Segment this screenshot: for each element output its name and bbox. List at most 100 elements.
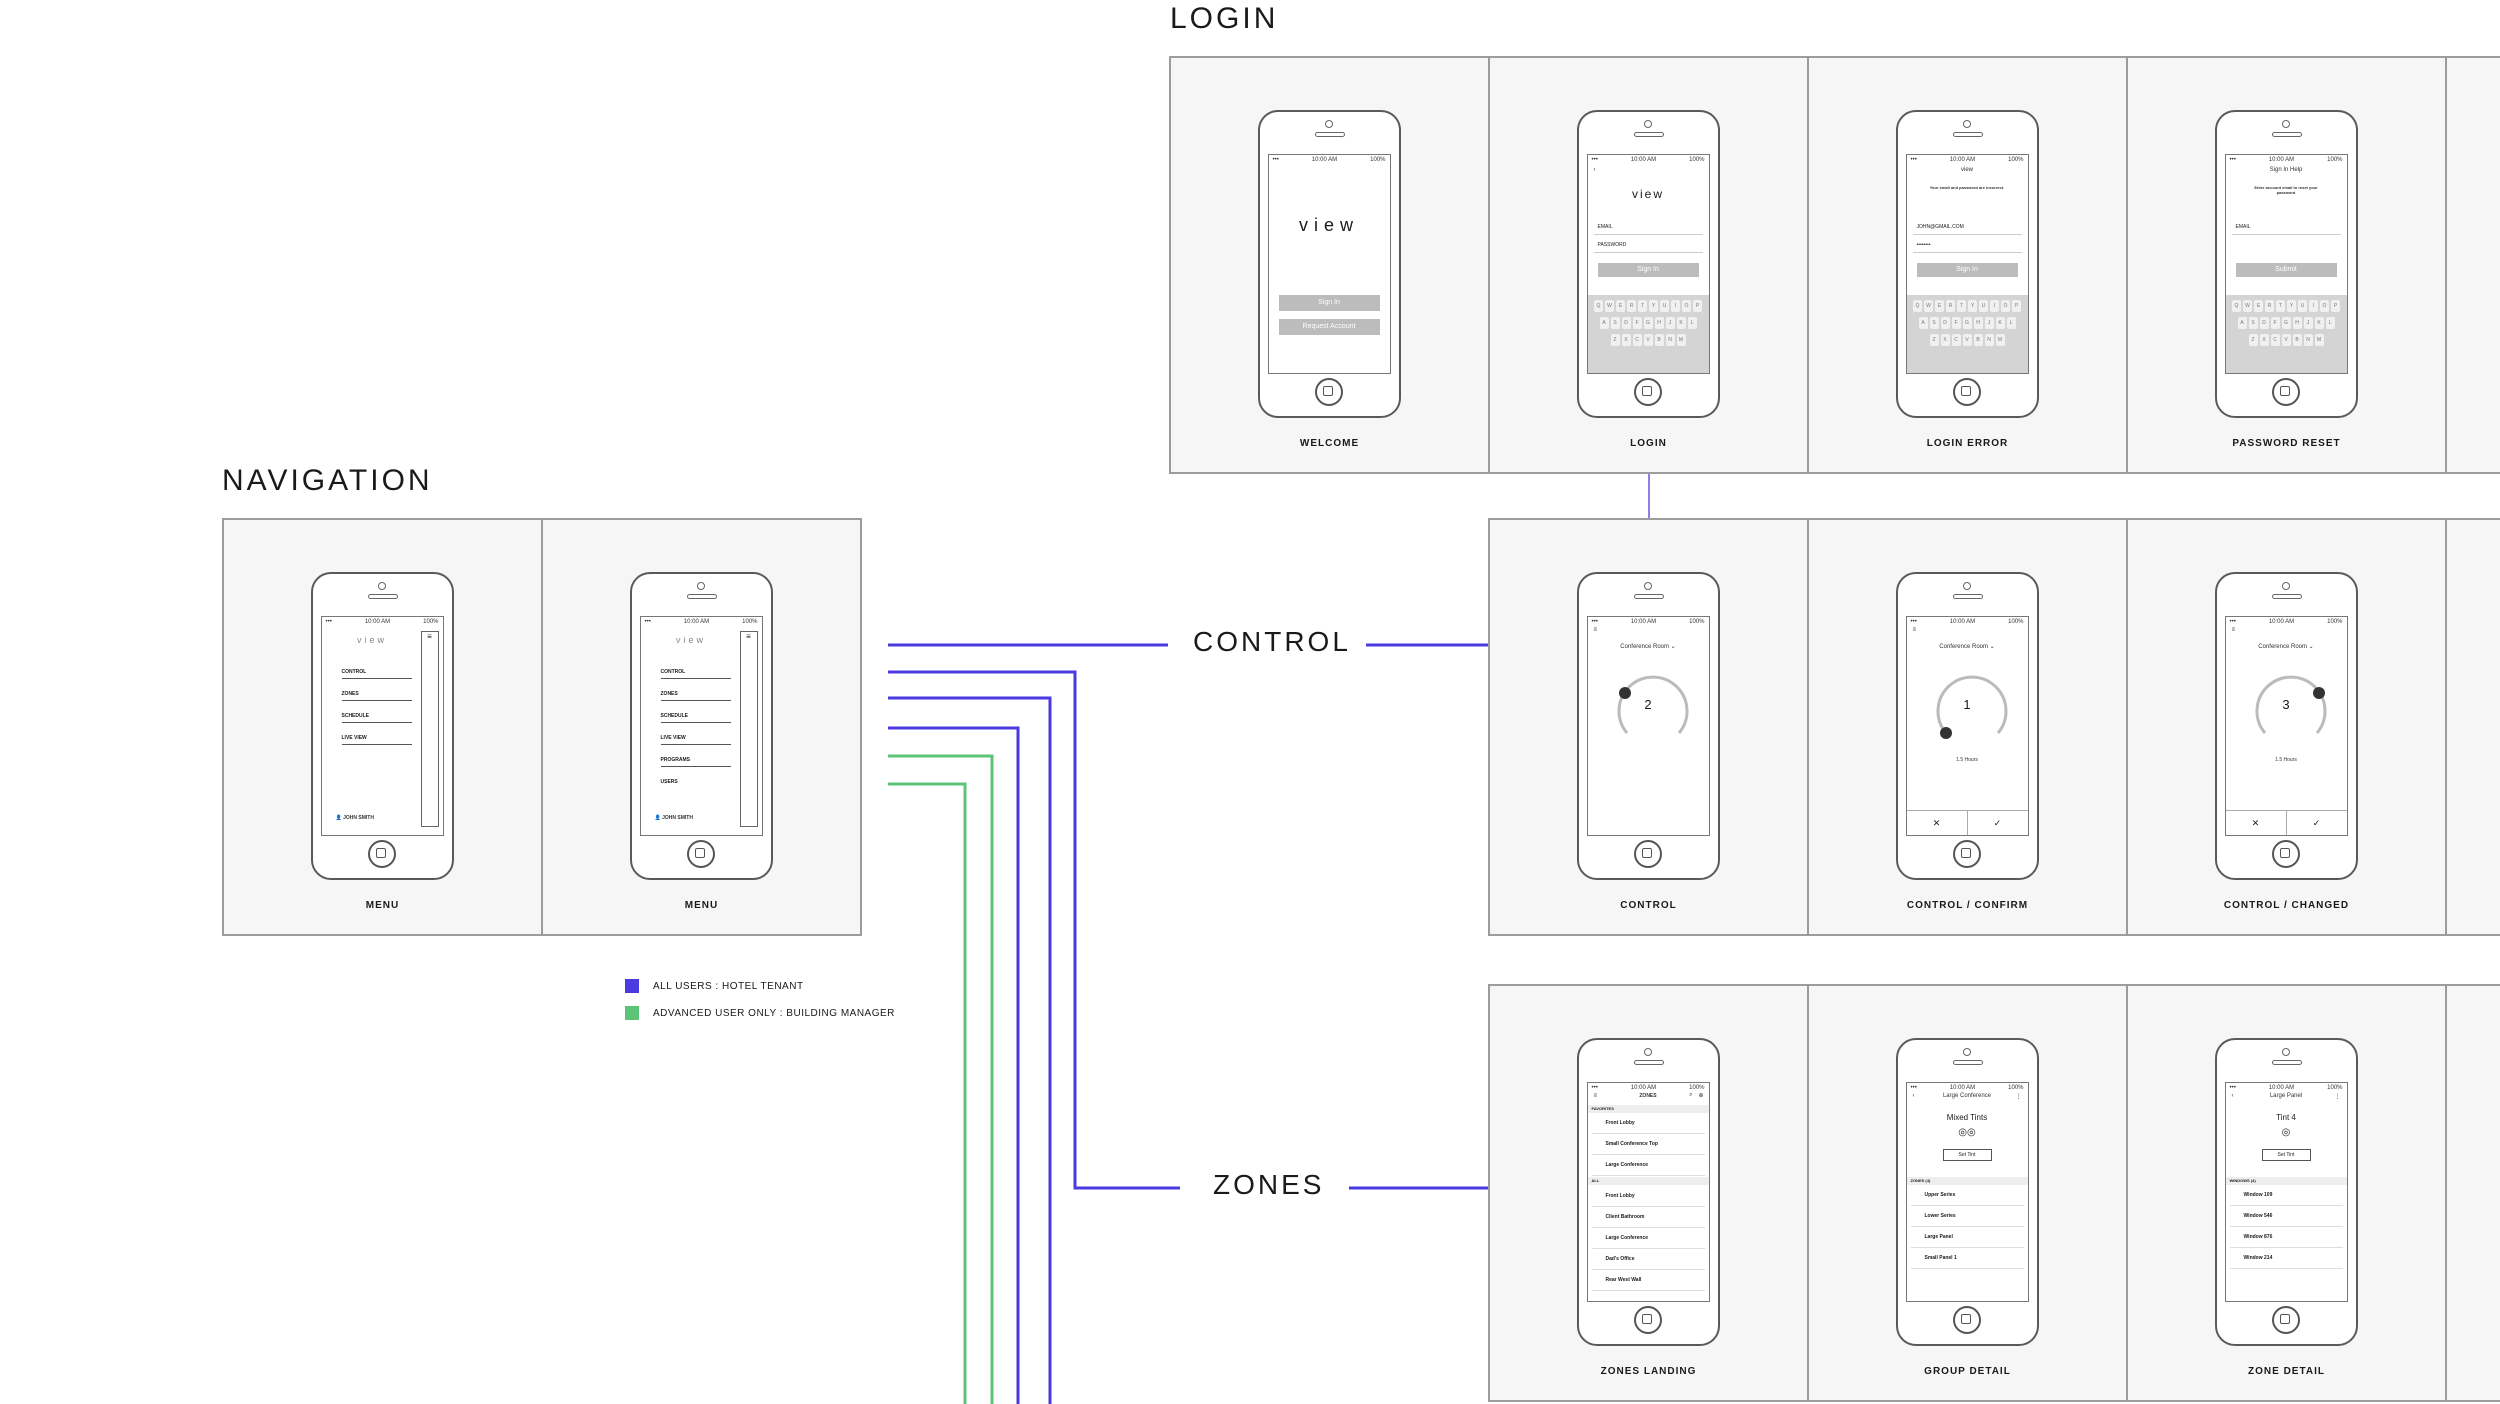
list-item[interactable]: Front Lobby [1591,1113,1705,1134]
sign-in-button[interactable]: Sign In [1278,295,1380,311]
legend-swatch-blue [625,979,639,993]
tint-dial[interactable] [1613,667,1693,747]
list-item[interactable]: Dad's Office [1591,1249,1705,1270]
menu-item-schedule[interactable]: SCHEDULE [660,713,731,723]
user-name[interactable]: 👤 JOHN SMITH [335,815,374,821]
home-button [368,840,396,868]
menu-item-users[interactable]: USERS [660,779,678,785]
menu-item-live-view[interactable]: LIVE VIEW [341,735,412,745]
tint-label: Mixed Tints [1946,1113,1988,1122]
hamburger-icon[interactable]: ≡ [1912,627,1917,633]
email-field[interactable]: EMAIL [1593,221,1703,235]
list-item[interactable]: Lower Series [1910,1206,2024,1227]
hamburger-icon[interactable]: ≡ [2231,627,2236,633]
sign-in-button[interactable]: Sign In [1597,263,1699,277]
list-item[interactable]: Upper Series [1910,1185,2024,1206]
tint-dial[interactable] [1932,667,2012,747]
menu-strip: ≡ [420,631,439,827]
menu-item-control[interactable]: CONTROL [341,669,412,679]
tint-dial[interactable] [2251,667,2331,747]
tint-value: 3 [2282,697,2290,712]
list-item[interactable]: Client Bathroom [1591,1207,1705,1228]
cancel-icon[interactable]: ✕ [2226,811,2287,835]
sign-in-button[interactable]: Sign In [1916,263,2018,277]
request-account-button[interactable]: Request Account [1278,319,1380,335]
menu-item-live-view[interactable]: LIVE VIEW [660,735,731,745]
list-item[interactable]: Small Conference Top [1591,1134,1705,1155]
home-button [1315,378,1343,406]
list-item[interactable]: Window 109 [2229,1185,2343,1206]
user-name[interactable]: 👤 JOHN SMITH [654,815,693,821]
hamburger-icon[interactable]: ≡ [427,632,432,641]
wire-zones [888,670,1180,1190]
chevron-down-icon: ⌄ [2308,644,2314,650]
menu-strip: ≡ [739,631,758,827]
list-item[interactable]: Window 214 [2229,1248,2343,1269]
back-icon[interactable]: ‹ [2231,1093,2234,1099]
password-field[interactable]: PASSWORD [1593,239,1703,253]
menu-item-zones[interactable]: ZONES [660,691,731,701]
error-message: Your email and password are incorrect. [1929,185,2005,190]
room-selector[interactable]: Conference Room ⌄ [1939,644,1995,650]
password-field[interactable]: •••••••• [1912,239,2022,253]
back-icon[interactable]: ‹ [1912,1093,1915,1099]
room-selector[interactable]: Conference Room ⌄ [2258,644,2314,650]
add-icon[interactable]: ⊕ [1698,1093,1704,1099]
email-field[interactable]: EMAIL [2231,221,2341,235]
list-item[interactable]: Large Conference [1591,1155,1705,1176]
list-item[interactable]: Front Lobby [1591,1186,1705,1207]
set-tint-button[interactable]: Set Tint [2261,1149,2311,1161]
menu-item-zones[interactable]: ZONES [341,691,412,701]
user-icon: 👤 [335,815,344,821]
search-icon[interactable]: ⌕ [1689,1092,1693,1098]
list-item[interactable]: Rear West Wall [1591,1270,1705,1291]
room-selector[interactable]: Conference Room ⌄ [1620,644,1676,650]
back-icon[interactable]: ‹ [1593,167,1596,173]
advanced-users-wires [888,754,994,1404]
list-item[interactable]: Large Panel [1910,1227,2024,1248]
list-item[interactable]: Window 876 [2229,1227,2343,1248]
cancel-icon[interactable]: ✕ [1907,811,1968,835]
hamburger-icon[interactable]: ≡ [1593,627,1598,633]
hamburger-icon[interactable]: ≡ [746,632,751,641]
menu-item-schedule[interactable]: SCHEDULE [341,713,412,723]
home-button [2272,1306,2300,1334]
submit-button[interactable]: Submit [2235,263,2337,277]
cropped-cell [2447,520,2500,934]
screen-caption: GROUP DETAIL [1924,1366,2011,1377]
email-field[interactable]: JOHN@GMAIL.COM [1912,221,2022,235]
more-icon[interactable]: ⋮ [2334,1094,2341,1100]
set-tint-button[interactable]: Set Tint [1942,1149,1992,1161]
more-icon[interactable]: ⋮ [2015,1094,2022,1100]
duration-label: 1.5 Hours [2275,757,2297,763]
menu-item-control[interactable]: CONTROL [660,669,731,679]
list-item[interactable]: Window 546 [2229,1206,2343,1227]
hamburger-icon[interactable]: ≡ [1593,1093,1598,1099]
all-users-wires [888,643,1490,1404]
check-icon[interactable]: ✓ [2312,818,2321,828]
home-button [1634,378,1662,406]
menu-item-programs[interactable]: PROGRAMS [660,757,731,767]
list-item[interactable]: Large Conference [1591,1228,1705,1249]
list-item[interactable]: Small Panel 1 [1910,1248,2024,1269]
check-icon[interactable]: ✓ [1993,818,2002,828]
screen-title: Sign In Help [2269,167,2303,173]
